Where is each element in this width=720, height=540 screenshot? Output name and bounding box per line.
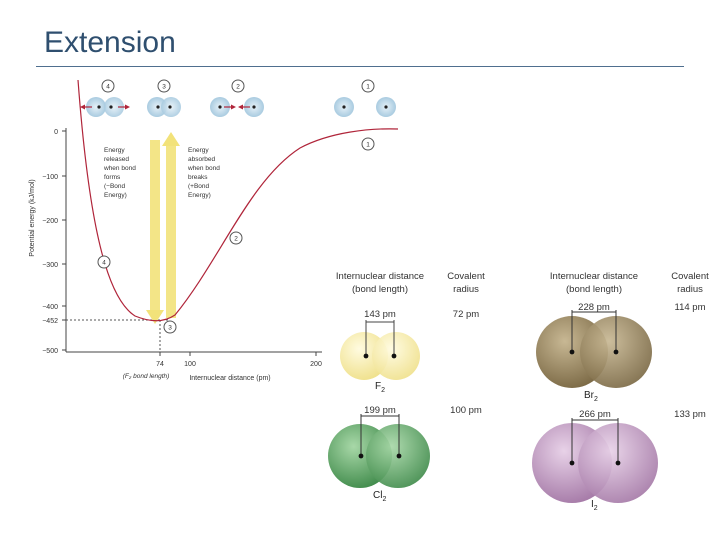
potential-energy-curve — [77, 79, 399, 322]
y-tick-200: −200 — [42, 218, 58, 225]
svg-text:Energy: Energy — [188, 147, 209, 154]
svg-text:Energy): Energy) — [188, 192, 211, 199]
molecule-i2: 266 pm 133 pm I2 — [532, 409, 706, 512]
cl2-label: Cl2 — [373, 490, 386, 503]
energy-released-label: Energy released when bond forms (−Bond E… — [103, 147, 136, 199]
svg-text:2: 2 — [234, 236, 238, 243]
radius-header-line1: Covalent — [447, 271, 485, 282]
marker-curve-4: 4 — [97, 255, 111, 269]
slide-title: Extension — [44, 26, 176, 59]
x-tick-note: (F₂ bond length) — [123, 373, 170, 380]
distance-header-line2-right: (bond length) — [566, 284, 622, 295]
energy-plot: 0 −100 −200 −300 −400 −452 −500 Potentia… — [29, 79, 399, 382]
i2-label: I2 — [591, 499, 598, 512]
marker-curve-3: 3 — [163, 320, 177, 334]
cl2-bond-length: 199 pm — [364, 405, 396, 416]
svg-text:(+Bond: (+Bond — [188, 183, 210, 190]
y-ticks: 0 −100 −200 −300 −400 −452 −500 — [42, 129, 66, 355]
molecule-cl2: 199 pm 100 pm Cl2 — [328, 405, 482, 503]
distance-header-line2: (bond length) — [352, 284, 408, 295]
f2-label: F2 — [375, 381, 385, 394]
distance-header-line1-right: Internuclear distance — [550, 271, 638, 282]
f2-bond-length: 143 pm — [364, 309, 396, 320]
br2-label: Br2 — [584, 390, 598, 403]
y-tick-300: −300 — [42, 262, 58, 269]
svg-text:absorbed: absorbed — [188, 156, 215, 163]
x-tick-200: 200 — [310, 361, 322, 368]
marker-curve-1: 1 — [361, 137, 375, 151]
svg-text:3: 3 — [168, 325, 172, 332]
y-tick-100: −100 — [42, 174, 58, 181]
svg-text:forms: forms — [104, 174, 121, 181]
svg-text:4: 4 — [102, 260, 106, 267]
x-tick-100: 100 — [184, 361, 196, 368]
atom-pair-4 — [80, 97, 130, 117]
br2-bond-length: 228 pm — [578, 302, 610, 313]
x-axis-label: Internuclear distance (pm) — [189, 375, 270, 382]
svg-text:2: 2 — [236, 84, 240, 91]
svg-text:(−Bond: (−Bond — [104, 183, 126, 190]
svg-text:3: 3 — [162, 84, 166, 91]
svg-text:Energy): Energy) — [104, 192, 127, 199]
x-ticks: 74 100 200 (F₂ bond length) — [123, 352, 322, 380]
marker-curve-2: 2 — [229, 231, 243, 245]
marker-top-2: 2 — [231, 79, 245, 93]
svg-text:breaks: breaks — [188, 174, 208, 181]
y-tick-452: −452 — [42, 318, 58, 325]
svg-text:when bond: when bond — [103, 165, 136, 172]
svg-text:when bond: when bond — [187, 165, 220, 172]
svg-text:4: 4 — [106, 84, 110, 91]
title-divider — [36, 66, 684, 67]
atom-pair-3 — [147, 97, 181, 117]
marker-top-1: 1 — [361, 79, 375, 93]
radius-header-line2: radius — [453, 284, 479, 295]
curve-markers: 4 3 2 1 1 2 3 4 — [97, 79, 375, 334]
y-tick-0: 0 — [54, 129, 58, 136]
atom-pair-1 — [334, 97, 396, 117]
marker-top-3: 3 — [157, 79, 171, 93]
y-tick-500: −500 — [42, 348, 58, 355]
i2-bond-length: 266 pm — [579, 409, 611, 420]
radius-header-line2-right: radius — [677, 284, 703, 295]
energy-released-arrow — [146, 140, 164, 324]
energy-absorbed-label: Energy absorbed when bond breaks (+Bond … — [187, 147, 220, 199]
molecule-br2: 228 pm 114 pm Br2 — [536, 302, 706, 403]
y-tick-400: −400 — [42, 304, 58, 311]
svg-text:1: 1 — [366, 142, 370, 149]
molecule-f2: 143 pm 72 pm F2 — [340, 309, 479, 394]
cl2-radius: 100 pm — [450, 405, 482, 416]
svg-text:released: released — [104, 156, 129, 163]
atom-pair-2 — [210, 97, 264, 117]
i2-radius: 133 pm — [674, 409, 706, 420]
x-tick-74: 74 — [156, 361, 164, 368]
energy-absorbed-arrow — [162, 132, 180, 318]
radius-header-line1-right: Covalent — [671, 271, 709, 282]
marker-top-4: 4 — [101, 79, 115, 93]
f2-radius: 72 pm — [453, 309, 479, 320]
molecules-panel: Internuclear distance (bond length) Cova… — [328, 271, 709, 512]
svg-text:1: 1 — [366, 84, 370, 91]
y-axis-label: Potential energy (kJ/mol) — [29, 179, 36, 256]
svg-text:Energy: Energy — [104, 147, 125, 154]
br2-radius: 114 pm — [675, 302, 706, 313]
distance-header-line1: Internuclear distance — [336, 271, 424, 282]
